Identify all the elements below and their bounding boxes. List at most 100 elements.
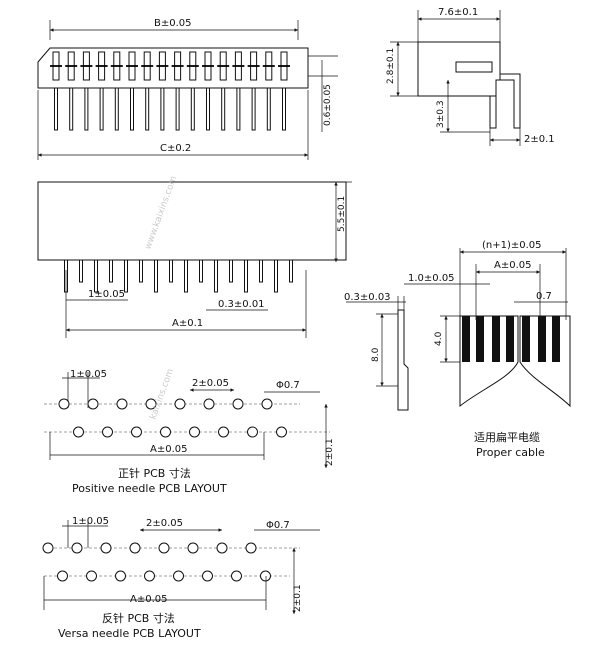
flat-cable: (n+1)±0.05 A±0.05 1.0±0.05 0.7 4.0 适用扁平电…	[404, 240, 571, 459]
pos-dim-hole-label: Φ0.7	[276, 380, 300, 391]
pin-lead	[69, 87, 74, 131]
conductor-strip	[492, 316, 500, 362]
cable-caption-en: Proper cable	[476, 446, 545, 459]
cable-side-thick-label: 0.3±0.03	[344, 292, 391, 303]
conductor-strip	[506, 316, 514, 362]
dim-2-label: 2±0.1	[524, 134, 555, 145]
pcb-hole	[115, 570, 126, 582]
dim-0-6-label: 0.6±0.05	[323, 84, 333, 126]
cable-contact-label: 0.7	[536, 291, 552, 302]
pcb-hole	[58, 398, 70, 410]
versa-dim-2-label: 2±0.05	[146, 518, 183, 529]
pin-lead	[130, 87, 134, 131]
pin-lead	[114, 87, 119, 131]
pin-lead	[169, 259, 173, 283]
side-view: 7.6±0.1 2.8±0.1 3±0.3 2±0.1	[386, 7, 555, 146]
pin-lead	[145, 87, 150, 131]
pcb-hole	[260, 570, 271, 582]
dim-3-label: 3±0.3	[436, 100, 446, 128]
pin-lead	[160, 87, 165, 131]
cable-caption-cn: 适用扁平电缆	[474, 431, 540, 444]
dim-b-label: B±0.05	[154, 18, 192, 29]
cable-total-label: (n+1)±0.05	[482, 240, 542, 251]
pin-lead	[274, 259, 278, 293]
pin-lead	[139, 259, 143, 283]
pin-lead	[282, 87, 286, 131]
pcb-hole	[174, 398, 186, 410]
pin-lead	[190, 87, 195, 131]
pcb-hole	[203, 398, 215, 410]
pin-lead	[236, 87, 241, 131]
pos-dim-2-label: 2±0.05	[192, 378, 229, 389]
pin-lead	[244, 259, 248, 293]
positive-needle-layout: 1±0.05 2±0.05 Φ0.7 A±0.05 2±0.1 正针 PCB 寸…	[44, 367, 335, 495]
pin-lead	[289, 259, 293, 283]
pcb-hole	[231, 570, 242, 582]
pin-lead	[221, 87, 226, 131]
pin-lead	[79, 259, 83, 283]
pcb-hole	[247, 426, 258, 438]
dim-a-label: A±0.1	[172, 318, 203, 329]
pcb-hole	[216, 542, 228, 554]
pcb-hole	[145, 398, 157, 410]
versa-holes	[42, 542, 271, 582]
dim-0-3-label: 0.3±0.01	[218, 299, 265, 310]
pcb-hole	[86, 570, 97, 582]
versa-title-en: Versa needle PCB LAYOUT	[58, 627, 201, 640]
versa-dim-row-label: 2±0.1	[293, 584, 303, 612]
pin-lead	[199, 259, 203, 283]
pcb-hole	[218, 426, 229, 438]
versa-title-cn: 反针 PCB 寸法	[102, 611, 175, 625]
pcb-hole	[189, 426, 200, 438]
pin-lead	[214, 259, 218, 293]
versa-dim-1-label: 1±0.05	[72, 516, 109, 527]
body-view: 5.5±0.1 1±0.05 0.3±0.01 A±0.1 www.kaixin…	[37, 175, 352, 338]
pcb-hole	[42, 542, 54, 554]
versa-dim-a-label: A±0.05	[130, 594, 168, 605]
pin-lead	[229, 259, 233, 283]
pcb-hole	[202, 570, 213, 582]
pos-title-en: Positive needle PCB LAYOUT	[72, 482, 227, 495]
pcb-hole	[57, 570, 68, 582]
pin-lead	[259, 259, 263, 283]
pcb-hole	[173, 570, 184, 582]
front-view: B±0.05 0.6±0.05 C±0.2	[37, 18, 338, 160]
conductor-strip	[538, 316, 546, 362]
pcb-hole	[116, 398, 128, 410]
versa-needle-layout: 1±0.05 2±0.05 Φ0.7 A±0.05 2±0.1 反针 PCB 寸…	[42, 516, 320, 640]
pcb-hole	[245, 542, 257, 554]
pcb-hole	[102, 426, 113, 438]
pos-dim-a-label: A±0.05	[150, 444, 188, 455]
pcb-hole	[276, 426, 287, 438]
pin-lead	[175, 87, 180, 131]
svg-text:kaixins.com: kaixins.com	[148, 367, 176, 421]
cable-a-label: A±0.05	[494, 260, 532, 271]
svg-text:www.kaixins.com: www.kaixins.com	[143, 175, 179, 251]
pin-lead	[266, 87, 271, 131]
dim-7-6-label: 7.6±0.1	[438, 7, 478, 18]
cable-pitch-label: 1.0±0.05	[408, 273, 455, 284]
pos-title-cn: 正针 PCB 寸法	[118, 466, 191, 480]
pos-dim-row-label: 2±0.1	[325, 438, 335, 466]
pin-lead	[206, 87, 210, 131]
pcb-hole	[71, 542, 83, 554]
dim-c-label: C±0.2	[160, 143, 191, 154]
front-pins	[50, 51, 290, 131]
pcb-hole	[160, 426, 171, 438]
pin-lead	[109, 259, 113, 283]
pin-lead	[94, 259, 98, 293]
pin-lead	[124, 259, 128, 293]
pcb-hole	[158, 542, 170, 554]
pcb-hole	[261, 398, 273, 410]
dim-2-8-label: 2.8±0.1	[386, 48, 396, 84]
pcb-hole	[144, 570, 155, 582]
pin-lead	[54, 87, 58, 131]
cable-side-len-label: 8.0	[371, 347, 381, 362]
pcb-hole	[232, 398, 244, 410]
pcb-hole	[187, 542, 199, 554]
dim-1-label: 1±0.05	[88, 289, 125, 300]
cable-len-label: 4.0	[434, 331, 444, 346]
pin-lead	[84, 87, 89, 131]
pcb-hole	[131, 426, 142, 438]
